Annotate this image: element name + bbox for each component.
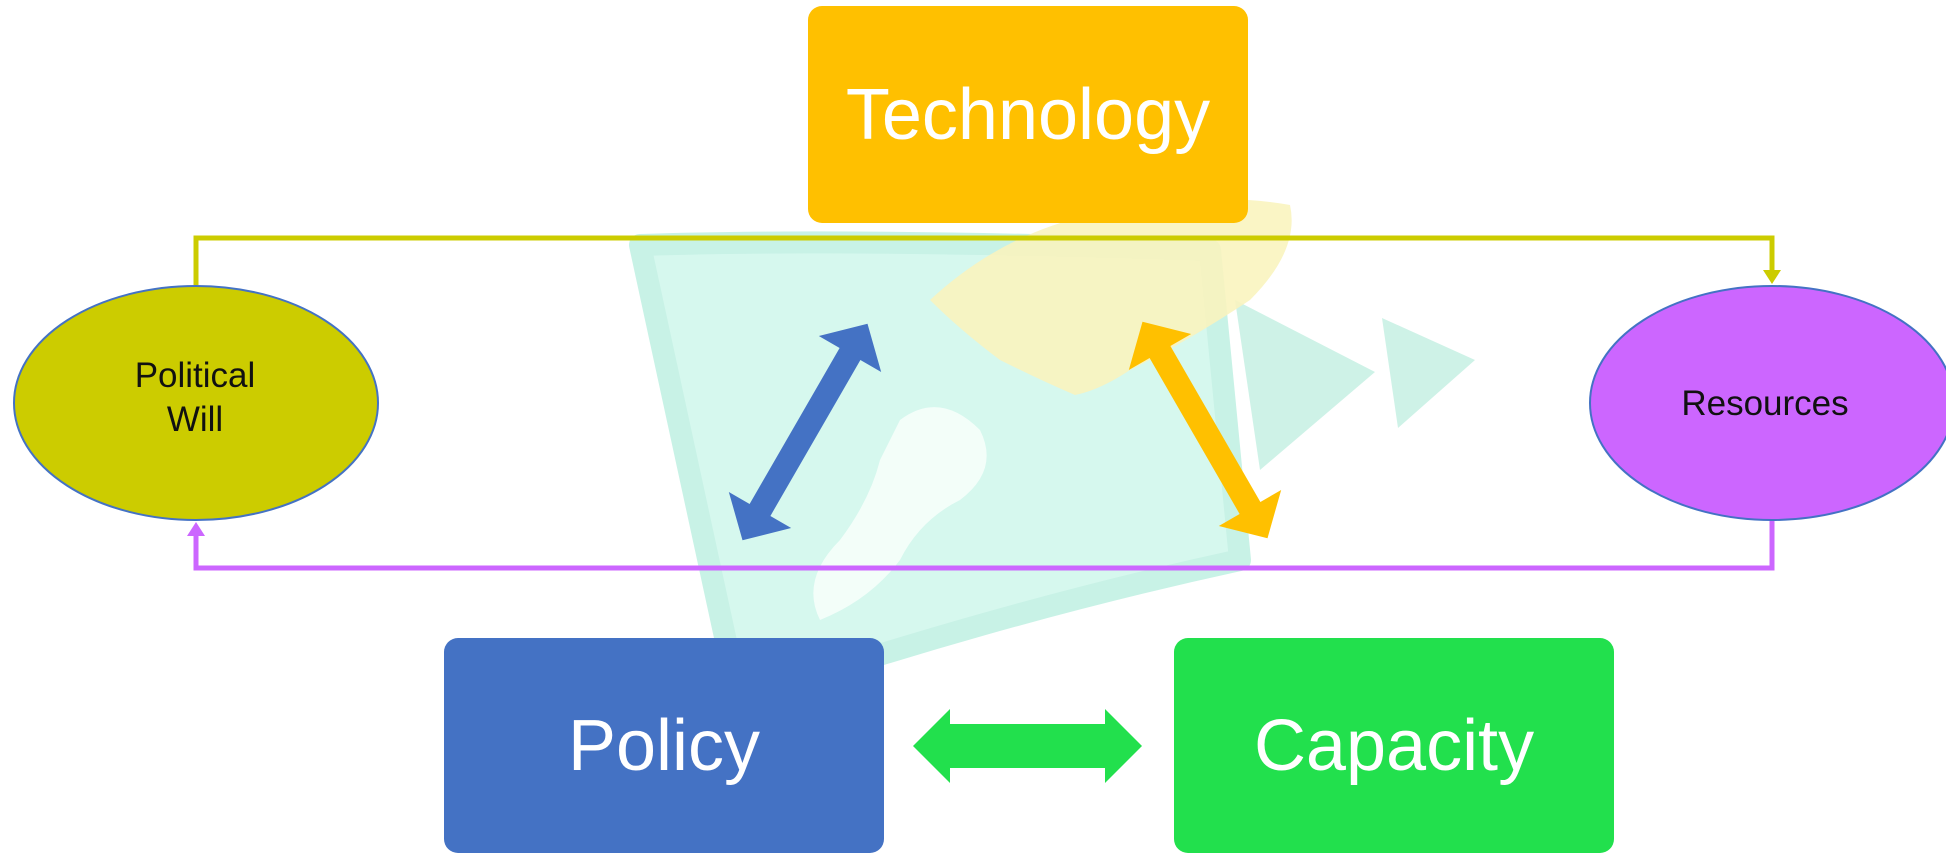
- political-will-to-resources-connector: [193, 235, 1775, 285]
- background-play-triangle-2: [1382, 318, 1475, 428]
- resources-arrowhead-icon: [1763, 270, 1781, 284]
- policy-technology-double-arrow: [728, 323, 882, 541]
- policy-node: Policy: [444, 638, 884, 853]
- capacity-label: Capacity: [1253, 705, 1535, 786]
- background-clipart: [629, 199, 1475, 701]
- political-will-node: [13, 285, 379, 521]
- resources-to-political-will-connector: [193, 520, 1775, 571]
- policy-technology-double-arrow-icon: [728, 323, 882, 541]
- political-will-arrowhead-icon: [187, 522, 205, 536]
- technology-capacity-double-arrow: [1128, 321, 1282, 539]
- policy-label: Policy: [567, 705, 761, 786]
- policy-capacity-double-arrow-icon: [913, 709, 1142, 783]
- resources-node: [1589, 285, 1946, 521]
- background-yellow-splash: [930, 199, 1292, 395]
- resources-label: Resources: [1681, 384, 1849, 423]
- technology-label: Technology: [845, 74, 1211, 155]
- capacity-node: Capacity: [1174, 638, 1614, 853]
- technology-node: Technology: [808, 6, 1248, 223]
- technology-capacity-double-arrow-icon: [1128, 321, 1282, 539]
- background-play-triangle-1: [1235, 300, 1375, 470]
- political-will-label: Political Will: [134, 356, 256, 439]
